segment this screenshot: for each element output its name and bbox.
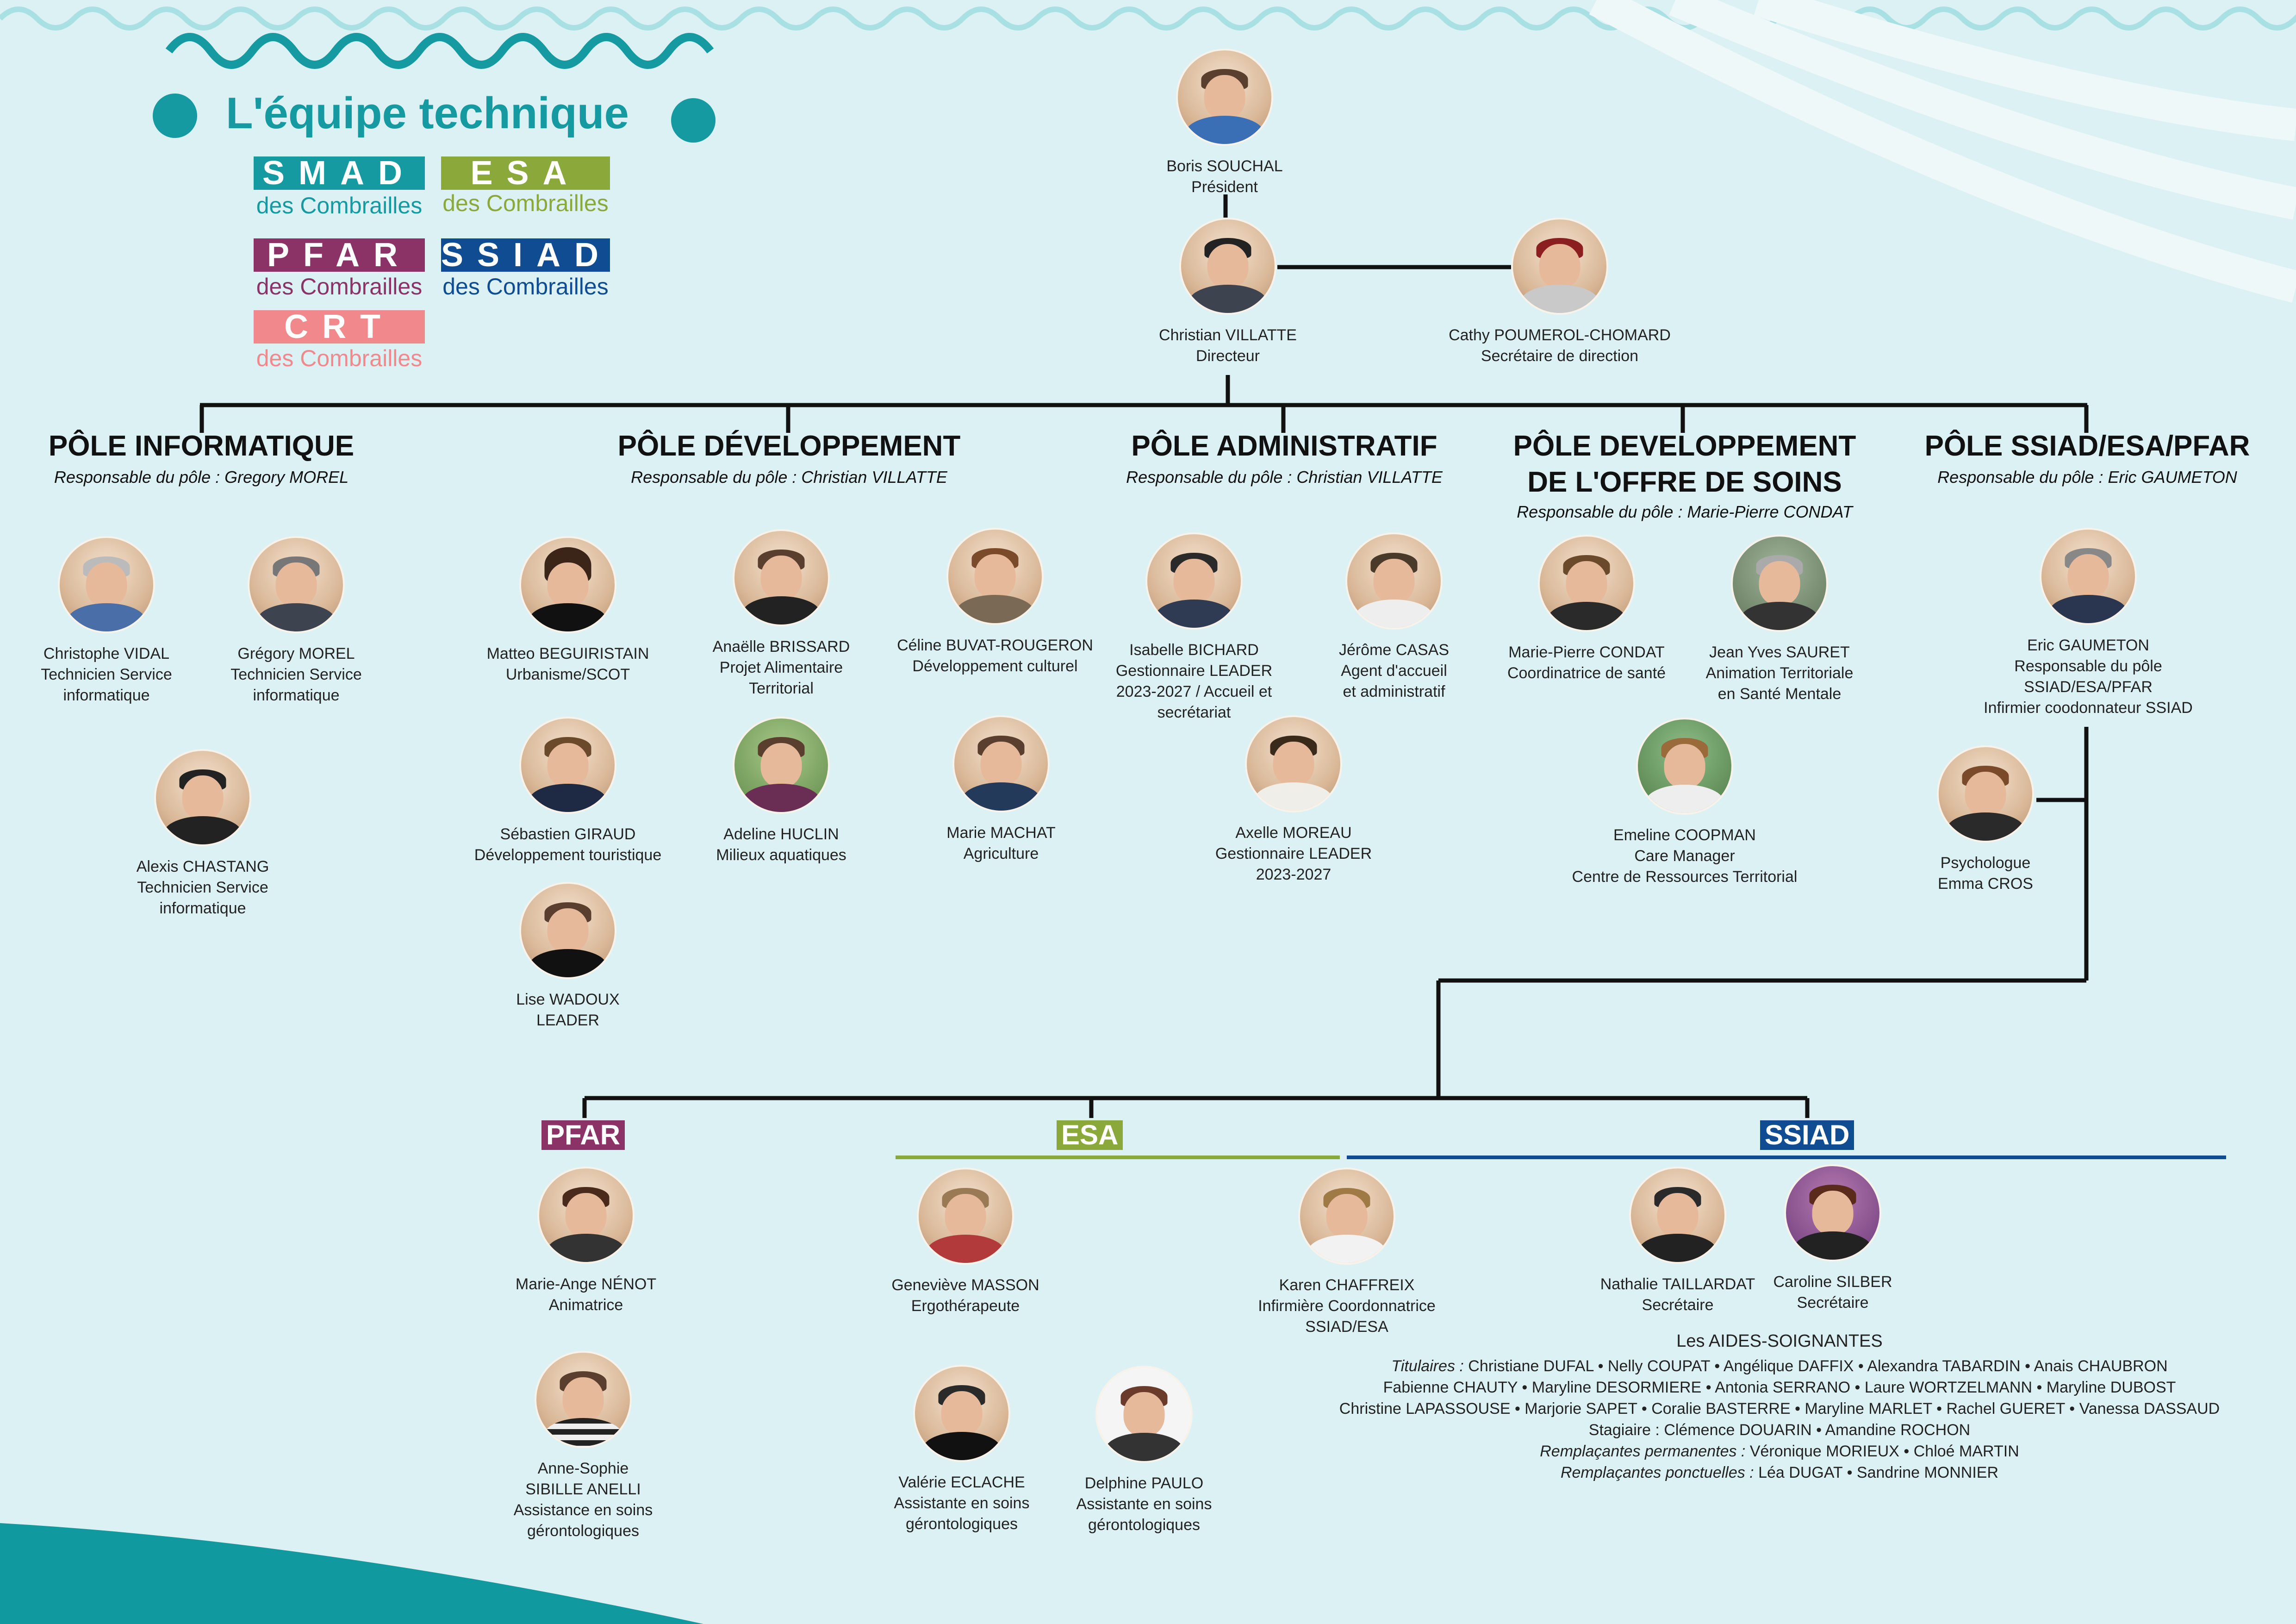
avatar [1511,218,1608,315]
avatar [519,882,616,979]
pole-developpement-title: PÔLE DÉVELOPPEMENT [617,430,961,462]
avatar [1731,535,1828,632]
aides-titulaires-1: Titulaires : Christiane DUFAL • Nelly CO… [1391,1357,2168,1375]
logo-crt-sub: des Combrailles [256,345,423,371]
page-title: L'équipe technique [226,88,629,138]
aides-permanentes: Remplaçantes permanentes : Véronique MOR… [1540,1443,2019,1460]
person-card: Marie-Ange NÉNOT Animatrice [466,1167,706,1316]
avatar [1145,532,1243,630]
avatar [154,749,251,846]
person-card: Anaëlle BRISSARD Projet Alimentaire Terr… [661,529,902,699]
person-card: Grégory MOREL Technicien Service informa… [176,536,417,706]
person-card: Isabelle BICHARD Gestionnaire LEADER 202… [1074,532,1314,723]
person-card: Sébastien GIRAUD Développement touristiq… [448,717,688,866]
person-card: Marie-Pierre CONDAT Coordinatrice de san… [1466,535,1707,684]
avatar [537,1167,635,1264]
aides-soignantes-block: Les AIDES-SOIGNANTES Titulaires : Christ… [1287,1330,2272,1483]
logo-smad: SMAD [254,156,425,190]
person-card: Delphine PAULO Assistante en soins géron… [1024,1366,1264,1536]
avatar [1095,1366,1193,1463]
avatar [1538,535,1635,632]
avatar [1784,1164,1881,1262]
avatar [58,536,155,633]
logo-smad-sub: des Combrailles [256,193,423,219]
avatar [1245,715,1342,812]
avatar [1937,745,2034,843]
avatar [1176,49,1273,146]
pole-administratif-title: PÔLE ADMINISTRATIF [1131,430,1437,462]
avatar [733,529,830,626]
pole-ssiad-resp: Responsable du pôle : Eric GAUMETON [1937,468,2237,487]
section-pfar: PFAR [541,1120,625,1150]
aides-stagiaire: Stagiaire : Clémence DOUARIN • Amandine … [1588,1421,1971,1439]
logo-ssiad: SSIAD [441,237,613,274]
aides-ponctuelles: Remplaçantes ponctuelles : Léa DUGAT • S… [1560,1464,1999,1481]
pole-developpement-resp: Responsable du pôle : Christian VILLATTE [631,468,947,487]
avatar [1629,1167,1726,1264]
person-card: Emeline COOPMAN Care Manager Centre de R… [1564,718,1805,887]
logo-pfar-sub: des Combrailles [256,274,423,300]
avatar [519,536,616,633]
logo-pfar: PFAR [254,238,425,272]
aides-titulaires-3: Christine LAPASSOUSE • Marjorie SAPET • … [1339,1400,2220,1418]
person-card: Valérie ECLACHE Assistante en soins géro… [841,1365,1082,1535]
section-esa: ESA [1057,1120,1123,1150]
person-card: Psychologue Emma CROS [1865,745,2106,894]
pole-offre-soins-title: PÔLE DEVELOPPEMENT DE L'OFFRE DE SOINS [1513,430,1856,498]
avatar [248,536,345,633]
person-card: Matteo BEGUIRISTAIN Urbanisme/SCOT [448,536,688,685]
avatar [1179,218,1276,315]
section-ssiad: SSIAD [1760,1120,1854,1150]
avatar [519,717,616,814]
avatar [952,715,1050,812]
logo-ssiad-sub: des Combrailles [442,274,609,300]
person-card: Caroline SILBER Secrétaire [1712,1164,1953,1313]
pole-informatique-title: PÔLE INFORMATIQUE [48,430,355,462]
person-president: Boris SOUCHAL Président [1104,49,1345,198]
avatar [1345,532,1443,630]
person-card: Axelle MOREAU Gestionnaire LEADER 2023-2… [1173,715,1414,885]
pole-administratif-resp: Responsable du pôle : Christian VILLATTE [1126,468,1443,487]
aides-titulaires-2: Fabienne CHAUTY • Maryline DESORMIERE • … [1383,1379,2176,1396]
logo-crt: CRT [254,310,425,344]
person-card: Jean Yves SAURET Animation Territoriale … [1659,535,1900,705]
logo-esa-sub: des Combrailles [442,190,609,216]
person-card: Alexis CHASTANG Technicien Service infor… [82,749,323,919]
logo-esa: ESA [441,156,610,190]
person-card: Jérôme CASAS Agent d'accueil et administ… [1274,532,1514,702]
person-secretary: Cathy POUMEROL-CHOMARD Secrétaire de dir… [1439,218,1680,367]
person-card: Christophe VIDAL Technicien Service info… [0,536,227,706]
avatar [913,1365,1010,1462]
pole-informatique-resp: Responsable du pôle : Gregory MOREL [54,468,349,487]
avatar [1298,1168,1395,1265]
pole-offre-soins-resp: Responsable du pôle : Marie-Pierre CONDA… [1517,502,1853,521]
person-director: Christian VILLATTE Directeur [1108,218,1348,367]
avatar [1636,718,1733,815]
avatar [733,717,830,814]
aides-heading: Les AIDES-SOIGNANTES [1676,1331,1883,1351]
person-card: Céline BUVAT-ROUGERON Développement cult… [875,528,1115,677]
person-card: Lise WADOUX LEADER [448,882,688,1031]
pole-ssiad-title: PÔLE SSIAD/ESA/PFAR [1924,430,2250,462]
person-card: Marie MACHAT Agriculture [881,715,1121,864]
person-card: Geneviève MASSON Ergothérapeute [845,1168,1086,1317]
avatar [917,1168,1014,1265]
person-card: Anne-Sophie SIBILLE ANELLI Assistance en… [463,1351,703,1542]
person-card: Adeline HUCLIN Milieux aquatiques [661,717,902,866]
person-card: Nathalie TAILLARDAT Secrétaire [1557,1167,1798,1316]
avatar [2040,528,2137,625]
person-card: Eric GAUMETON Responsable du pôle SSIAD/… [1968,528,2209,718]
person-card: Karen CHAFFREIX Infirmière Coordonnatric… [1226,1168,1467,1337]
avatar [946,528,1044,625]
avatar [535,1351,632,1448]
